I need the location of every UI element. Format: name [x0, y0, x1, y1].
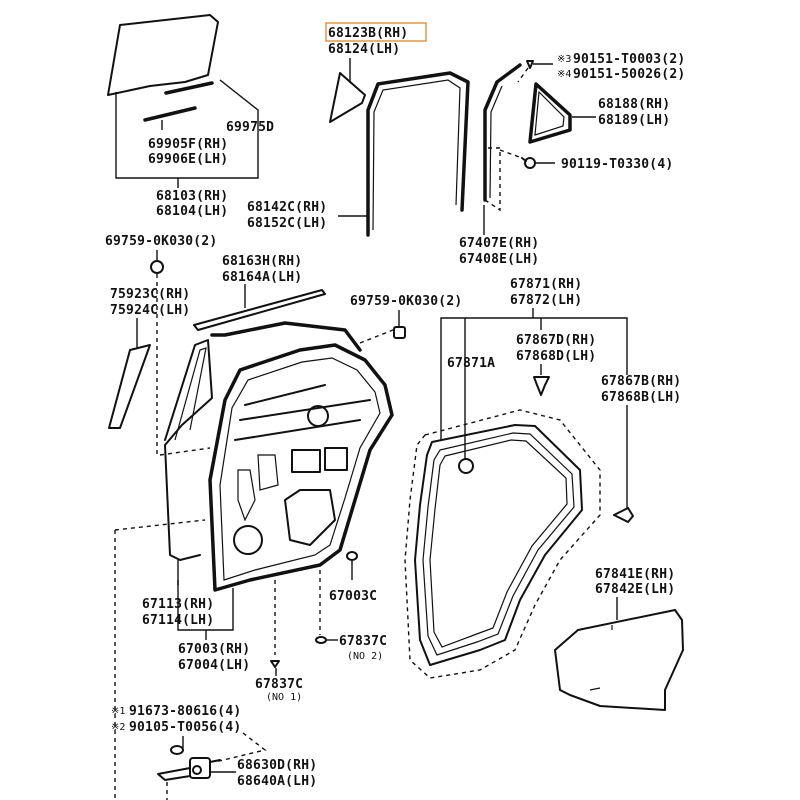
label-67868b: 67868B(LH) [601, 390, 681, 405]
cushion-icon-right[interactable] [393, 326, 406, 339]
label-90151-50026: 90151-50026(2) [573, 67, 685, 82]
clip-b-icon[interactable] [613, 507, 634, 523]
screw-icon[interactable] [526, 60, 534, 69]
belt-molding[interactable] [193, 289, 326, 331]
label-67868d: 67868D(LH) [516, 349, 596, 364]
label-69906e: 69906E(LH) [148, 152, 228, 167]
run-channel[interactable] [366, 71, 470, 237]
glass-channel-lower[interactable] [143, 106, 197, 130]
label-67408e: 67408E(LH) [459, 252, 539, 267]
label-bolt-2-prefix: ※2 [111, 722, 125, 733]
label-68152c: 68152C(LH) [247, 216, 327, 231]
label-68189: 68189(LH) [598, 113, 670, 128]
leader-68103 [115, 79, 259, 179]
label-67837c-no2-sub: (NO 2) [347, 651, 383, 662]
label-screw-4-prefix: ※4 [557, 69, 571, 80]
plug-icon-no2[interactable] [315, 636, 327, 644]
label-68104: 68104(LH) [156, 204, 228, 219]
door-inner-frame[interactable] [208, 343, 394, 592]
label-67842e: 67842E(LH) [595, 582, 675, 597]
label-68123b: 68123B(RH) [328, 26, 408, 41]
label-68142c: 68142C(RH) [247, 200, 327, 215]
hinge-bolt-icon[interactable] [170, 745, 184, 755]
clip-icon-center[interactable] [458, 458, 474, 474]
bolt-dashed-line [499, 149, 523, 159]
label-67837c-no2: 67837C [339, 634, 387, 649]
garnish-dashed-line [159, 447, 211, 456]
label-67871: 67871(RH) [510, 277, 582, 292]
label-90105: 90105-T0056(4) [129, 720, 241, 735]
label-69975d: 69975D [226, 120, 274, 135]
weatherstrip-dashed-outline [404, 409, 601, 679]
label-68163h: 68163H(RH) [222, 254, 302, 269]
label-69759-right: 69759-0K030(2) [350, 294, 462, 309]
label-68640a: 68640A(LH) [237, 774, 317, 789]
label-67871a: 67871A [447, 356, 495, 371]
glass-channel-upper[interactable] [164, 81, 214, 95]
label-67837c-no1-sub: (NO 1) [266, 692, 302, 703]
highlight-box-68123b [325, 22, 427, 42]
division-bar-dashed-leader [484, 147, 501, 212]
label-68188: 68188(RH) [598, 97, 670, 112]
label-91673: 91673-80616(4) [129, 704, 241, 719]
outer-door-panel[interactable] [164, 321, 362, 561]
hole-plug-icon[interactable] [346, 551, 358, 561]
label-90119: 90119-T0330(4) [561, 157, 673, 172]
door-glass[interactable] [107, 14, 219, 96]
label-90151-t0003: 90151-T0003(2) [573, 52, 685, 67]
cushion-right-dashed-line [359, 327, 399, 344]
label-68103: 68103(RH) [156, 189, 228, 204]
clip-d-icon[interactable] [533, 376, 550, 396]
label-67004: 67004(LH) [178, 658, 250, 673]
door-dashed-line-left [114, 519, 206, 531]
door-hinge[interactable] [157, 757, 221, 781]
label-67872: 67872(LH) [510, 293, 582, 308]
bolt-icon[interactable] [521, 157, 536, 169]
label-68124: 68124(LH) [328, 42, 400, 57]
label-75923c: 75923C(RH) [110, 287, 190, 302]
label-67407e: 67407E(RH) [459, 236, 539, 251]
screw-dashed-line [517, 67, 529, 83]
hinge-dashed-line [214, 732, 267, 763]
quarter-window[interactable] [528, 82, 572, 144]
label-69759-left: 69759-0K030(2) [105, 234, 217, 249]
label-67867d: 67867D(RH) [516, 333, 596, 348]
label-68630d: 68630D(RH) [237, 758, 317, 773]
division-bar[interactable] [483, 63, 522, 202]
label-67003: 67003(RH) [178, 642, 250, 657]
label-67003c: 67003C [329, 589, 377, 604]
cushion-icon-left[interactable] [150, 260, 164, 274]
label-75924c: 75924C(LH) [110, 303, 190, 318]
label-67841e: 67841E(RH) [595, 567, 675, 582]
door-weatherstrip[interactable] [414, 424, 583, 666]
label-69905f: 69905F(RH) [148, 137, 228, 152]
plug-icon-no1[interactable] [270, 660, 280, 668]
service-hole-cover[interactable] [554, 609, 684, 711]
label-67867b: 67867B(RH) [601, 374, 681, 389]
label-68164a: 68164A(LH) [222, 270, 302, 285]
label-67837c-no1: 67837C [255, 677, 303, 692]
label-screw-3-prefix: ※3 [557, 54, 571, 65]
label-bolt-1-prefix: ※1 [111, 706, 125, 717]
leader-bracket-67871 [440, 317, 628, 440]
quarter-glass-piece[interactable] [329, 72, 366, 123]
garnish-piece[interactable] [108, 344, 151, 429]
